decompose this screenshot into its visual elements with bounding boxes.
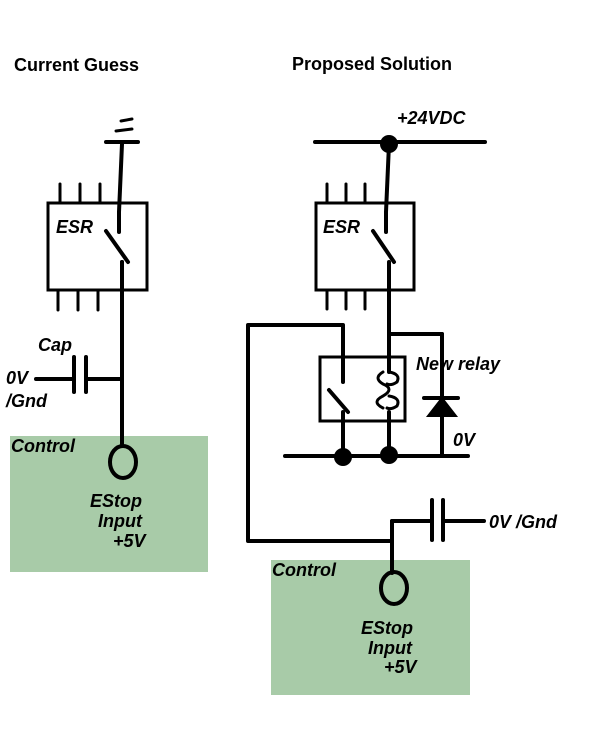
flyback-diode bbox=[422, 396, 460, 417]
coil-junction bbox=[380, 446, 398, 464]
left-esr-relay bbox=[46, 182, 149, 312]
right-estop-label-3: +5V bbox=[384, 657, 419, 677]
left-ground-label-0v: 0V bbox=[6, 368, 30, 388]
proposed-solution-circuit: +24VDC ESR bbox=[246, 108, 558, 695]
right-estop-label-1: EStop bbox=[361, 618, 413, 638]
left-ground-label-gnd: /Gnd bbox=[5, 391, 48, 411]
contact-junction bbox=[334, 448, 352, 466]
current-guess-circuit: ESR Cap 0V /Gnd Control EStop Input +5V bbox=[5, 117, 208, 572]
right-esr-relay bbox=[314, 142, 416, 336]
title-current-guess: Current Guess bbox=[14, 55, 139, 75]
right-control-block bbox=[271, 560, 470, 695]
left-esr-label: ESR bbox=[56, 217, 93, 237]
left-estop-label-1: EStop bbox=[90, 491, 142, 511]
zero-volt-label: 0V bbox=[453, 430, 477, 450]
left-estop-label-2: Input bbox=[98, 511, 143, 531]
new-relay bbox=[318, 332, 407, 458]
left-estop-terminal bbox=[108, 444, 138, 480]
left-wire-top bbox=[117, 142, 124, 214]
estop-loop-wire bbox=[246, 323, 394, 543]
left-cap-label: Cap bbox=[38, 335, 72, 355]
supply-label: +24VDC bbox=[397, 108, 467, 128]
right-esr-label: ESR bbox=[323, 217, 360, 237]
left-capacitor bbox=[34, 355, 124, 394]
cap-ground-label: 0V /Gnd bbox=[489, 512, 558, 532]
right-control-label: Control bbox=[272, 560, 337, 580]
title-proposed-solution: Proposed Solution bbox=[292, 54, 452, 74]
new-relay-label: New relay bbox=[416, 354, 501, 374]
left-control-label: Control bbox=[11, 436, 76, 456]
right-capacitor bbox=[390, 498, 486, 542]
right-estop-terminal bbox=[379, 570, 409, 606]
right-estop-label-2: Input bbox=[368, 638, 413, 658]
left-ground-symbol bbox=[104, 117, 140, 144]
left-estop-label-3: +5V bbox=[113, 531, 148, 551]
